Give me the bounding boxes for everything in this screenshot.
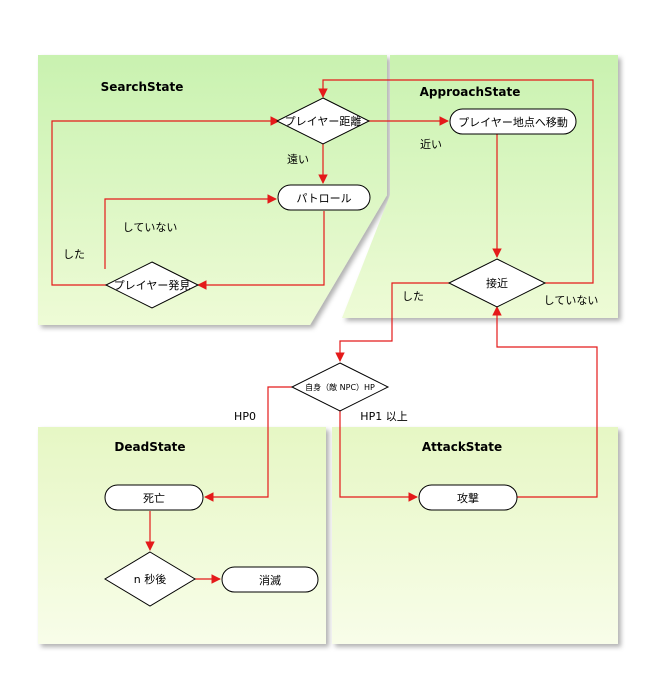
edge-label-hp1: HP1 以上 — [360, 410, 407, 423]
self-hp-decision — [290, 362, 390, 412]
n-seconds-decision — [104, 551, 196, 607]
edge-approach-yes-to-hp — [335, 282, 450, 362]
dead-state-panel — [38, 427, 326, 644]
move-to-player-node — [449, 108, 577, 135]
patrol-node — [277, 184, 371, 211]
n-seconds-label: n 秒後 — [134, 572, 166, 586]
edge-attack-to-approach — [492, 306, 598, 498]
attack-state-title: AttackState — [422, 440, 502, 454]
dead-state-title: DeadState — [114, 440, 185, 454]
edge-label-near: 近い — [420, 138, 442, 151]
player-found-decision — [104, 261, 200, 309]
patrol-label: パトロール — [296, 192, 351, 205]
edge-patrol-to-found — [197, 211, 325, 290]
disappear-label: 消滅 — [259, 573, 281, 587]
disappear-node — [221, 566, 319, 593]
attack-node — [418, 484, 518, 511]
edge-hp0-to-death — [204, 386, 292, 502]
approach-decision — [447, 258, 547, 308]
edge-label-far: 遠い — [287, 153, 309, 166]
death-label: 死亡 — [143, 491, 165, 505]
death-node — [104, 484, 204, 511]
edge-label-approached: した — [402, 290, 424, 303]
edge-hp1-to-attack — [339, 410, 418, 502]
move-to-player-label: プレイヤー地点へ移動 — [458, 115, 568, 129]
edge-label-found: した — [63, 248, 85, 261]
edge-found-no-to-patrol — [104, 194, 277, 269]
edge-label-not-approached: していない — [544, 294, 599, 307]
edge-label-hp0: HP0 — [234, 410, 256, 423]
self-hp-label: 自身（敵 NPC）HP — [305, 382, 375, 392]
approach-state-title: ApproachState — [420, 85, 521, 99]
player-distance-label: プレイヤー距離 — [285, 114, 362, 128]
player-distance-decision — [275, 97, 371, 145]
edge-label-not-found: していない — [123, 221, 178, 234]
edge-approach-no-to-distance — [318, 79, 594, 284]
approach-label: 接近 — [486, 277, 508, 290]
player-found-label: プレイヤー発見 — [114, 278, 191, 292]
edge-found-yes-to-distance — [51, 116, 280, 286]
attack-state-panel — [332, 427, 618, 644]
search-state-title: SearchState — [101, 80, 184, 94]
attack-label: 攻撃 — [457, 491, 479, 505]
